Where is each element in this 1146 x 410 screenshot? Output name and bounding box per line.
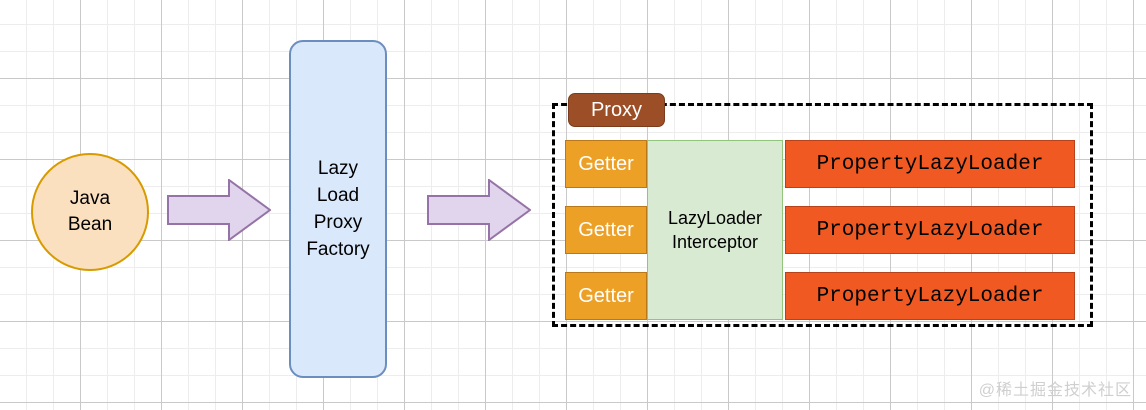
- lazy-load-proxy-factory-node: Lazy Load Proxy Factory: [289, 40, 387, 378]
- proxy-badge: Proxy: [568, 93, 665, 127]
- lazyloader-interceptor-node: LazyLoader Interceptor: [647, 140, 783, 320]
- proxy-group-container: [552, 103, 1093, 327]
- property-lazy-loader-label: PropertyLazyLoader: [816, 152, 1044, 176]
- arrow-factory-to-proxy-icon: [427, 179, 531, 241]
- arrow-bean-to-factory-icon: [167, 179, 271, 241]
- java-bean-label: Java Bean: [67, 188, 113, 235]
- java-bean-node: Java Bean: [31, 153, 149, 271]
- property-lazy-loader-row-3: PropertyLazyLoader: [785, 272, 1075, 320]
- lazyloader-interceptor-label: LazyLoader Interceptor: [667, 208, 763, 252]
- getter-box-row-2: Getter: [565, 206, 647, 254]
- property-lazy-loader-label: PropertyLazyLoader: [816, 284, 1044, 308]
- getter-box-row-1: Getter: [565, 140, 647, 188]
- property-lazy-loader-row-1: PropertyLazyLoader: [785, 140, 1075, 188]
- getter-label: Getter: [578, 218, 634, 241]
- getter-label: Getter: [578, 152, 634, 175]
- getter-label: Getter: [578, 284, 634, 307]
- property-lazy-loader-label: PropertyLazyLoader: [816, 218, 1044, 242]
- getter-box-row-3: Getter: [565, 272, 647, 320]
- property-lazy-loader-row-2: PropertyLazyLoader: [785, 206, 1075, 254]
- watermark: @稀土掘金技术社区: [978, 382, 1132, 399]
- proxy-badge-label: Proxy: [590, 98, 643, 121]
- lazy-load-proxy-factory-label: Lazy Load Proxy Factory: [306, 158, 370, 260]
